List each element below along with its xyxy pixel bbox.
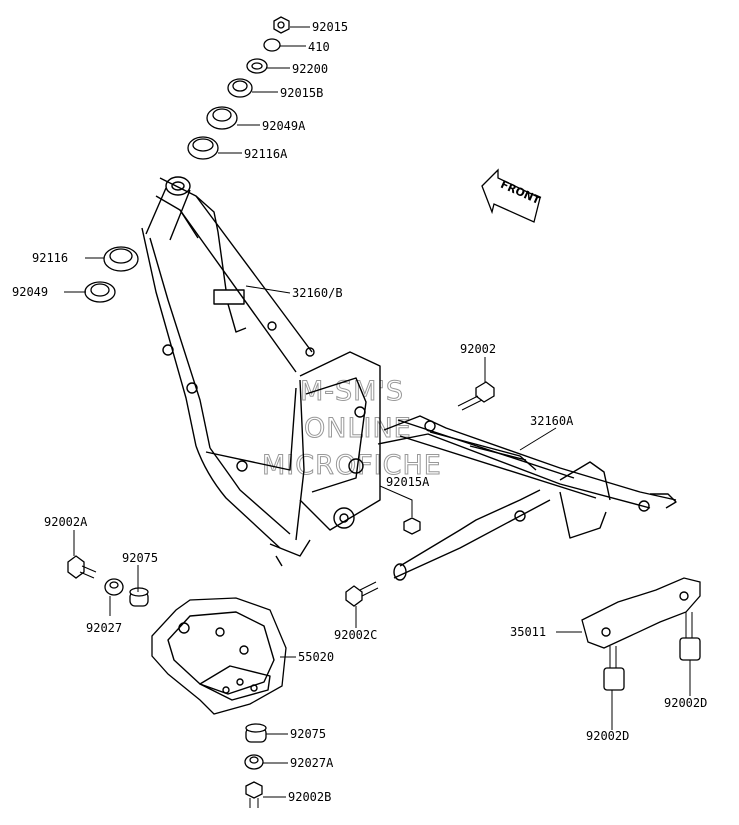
bracket-35011	[581, 577, 701, 649]
washer-92027A	[244, 754, 264, 770]
label-92002C: 92002C	[334, 628, 377, 642]
label-92116: 92116	[32, 251, 68, 265]
bolt-92002	[457, 381, 495, 411]
leader-lines	[64, 26, 691, 798]
watermark-line-1: M-SM'S	[300, 376, 404, 407]
watermark-line-2: ONLINE	[304, 413, 412, 444]
label-35011: 35011	[510, 625, 546, 639]
label-92015A: 92015A	[386, 475, 430, 489]
label-92015B: 92015B	[280, 86, 323, 100]
label-92002D-left: 92002D	[586, 729, 629, 743]
nut-92015	[273, 16, 290, 34]
bearing-92049	[84, 281, 116, 303]
race-92116A	[187, 136, 219, 160]
label-55020: 55020	[298, 650, 334, 664]
bolt-92002B	[245, 781, 263, 808]
label-92027: 92027	[86, 621, 122, 635]
race-92116	[103, 246, 139, 272]
label-32160B: 32160/B	[292, 286, 343, 300]
grommet-92075-upper	[129, 587, 149, 607]
label-410: 410	[308, 40, 330, 54]
label-92002: 92002	[460, 342, 496, 356]
bolt-92002A	[67, 555, 97, 579]
label-92075-upper: 92075	[122, 551, 158, 565]
label-92116A: 92116A	[244, 147, 288, 161]
label-92049: 92049	[12, 285, 48, 299]
front-arrow-icon: FRONT	[481, 168, 543, 223]
bolt-92002D-right	[679, 612, 701, 661]
bolt-92002D-left	[603, 646, 625, 691]
watermark: M-SM'S ONLINE MICROFICHE	[262, 376, 442, 482]
washer-92200	[246, 58, 268, 74]
label-92027A: 92027A	[290, 756, 334, 770]
bearing-92049A	[206, 106, 238, 130]
label-92200: 92200	[292, 62, 328, 76]
skid-plate-55020	[151, 597, 287, 715]
main-frame-32160B	[141, 176, 381, 567]
rear-frame-32160A	[377, 415, 677, 581]
label-92002D-right: 92002D	[664, 696, 707, 710]
bolt-92002C	[345, 581, 379, 607]
label-32160A: 32160A	[530, 414, 574, 428]
washer-410	[263, 38, 281, 52]
label-92015: 92015	[312, 20, 348, 34]
grommet-92075-lower	[245, 723, 267, 743]
nut-92015B	[227, 78, 253, 98]
part-labels: 92015 410 92200 92015B 92049A 92116A 921…	[12, 20, 707, 804]
label-92002B: 92002B	[288, 790, 331, 804]
washer-92027	[104, 578, 124, 596]
label-92075-lower: 92075	[290, 727, 326, 741]
label-92049A: 92049A	[262, 119, 306, 133]
nut-92015A	[403, 517, 421, 535]
label-92002A: 92002A	[44, 515, 88, 529]
